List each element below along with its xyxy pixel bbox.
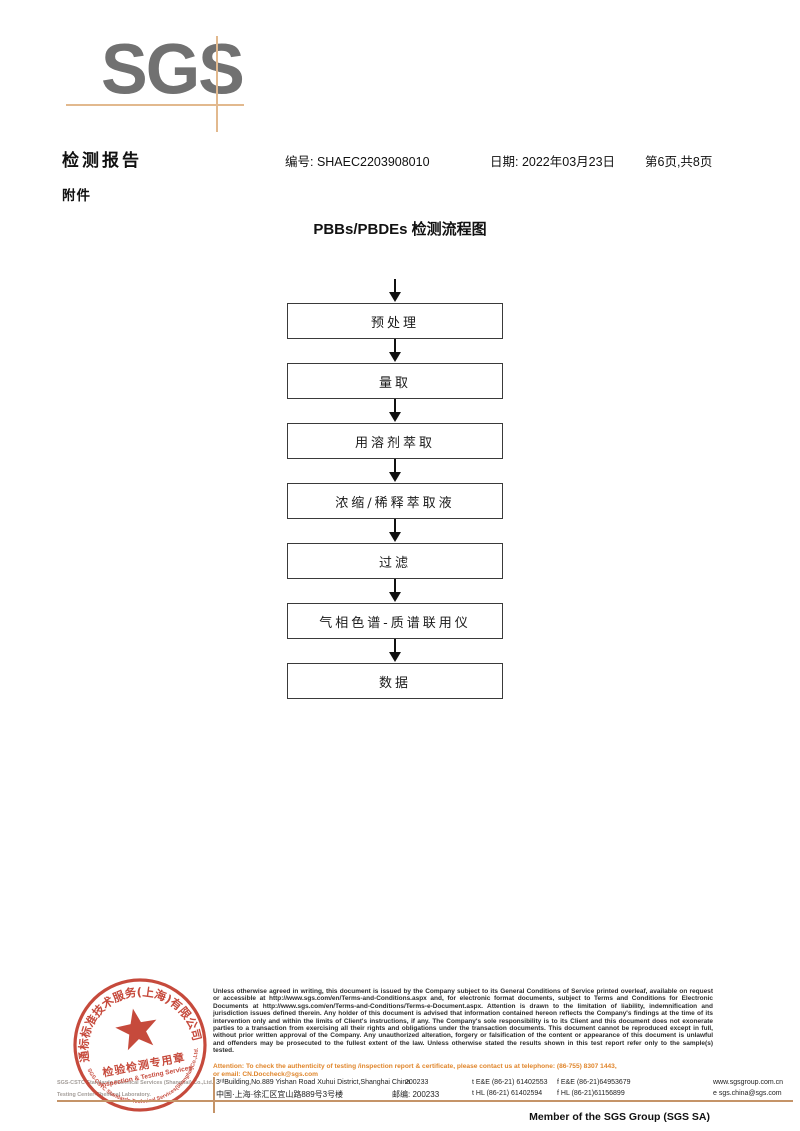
flow-step: 过滤 <box>287 519 503 579</box>
flow-step-label: 量取 <box>378 375 411 391</box>
sgs-logo: SGS <box>101 29 245 109</box>
attention-line-2: or email: CN.Doccheck@sgs.com <box>213 1071 319 1078</box>
down-arrow-icon <box>389 279 401 303</box>
sgs-member-line: Member of the SGS Group (SGS SA) <box>529 1111 710 1123</box>
flow-step-box: 数据 <box>287 663 503 699</box>
down-arrow-icon <box>389 339 401 363</box>
down-arrow-icon <box>389 579 401 603</box>
footer-horizontal-rule <box>57 1100 793 1102</box>
flow-step: 量取 <box>287 339 503 399</box>
email: e sgs.china@sgs.com <box>713 1090 782 1097</box>
fax-hl: f HL (86-21)61156899 <box>557 1090 625 1097</box>
logo-horizontal-line <box>66 104 244 106</box>
flow-step-box: 用溶剂萃取 <box>287 423 503 459</box>
flow-step: 用溶剂萃取 <box>287 399 503 459</box>
postcode-en: 200233 <box>405 1079 429 1086</box>
attachment-label: 附件 <box>62 188 91 203</box>
flow-step: 数据 <box>287 639 503 699</box>
fax-ee: f E&E (86-21)64953679 <box>557 1079 631 1086</box>
report-title: 检测报告 <box>62 151 142 170</box>
flow-step-label: 过滤 <box>378 555 411 571</box>
flow-step-box: 浓缩/稀释萃取液 <box>287 483 503 519</box>
down-arrow-icon <box>389 459 401 483</box>
down-arrow-icon <box>389 519 401 543</box>
flow-step-label: 浓缩/稀释萃取液 <box>335 495 455 511</box>
flow-step: 气相色谱-质谱联用仪 <box>287 579 503 639</box>
star-icon <box>115 1008 157 1051</box>
legal-disclaimer: Unless otherwise agreed in writing, this… <box>213 988 713 1055</box>
postcode-cn: 邮编: 200233 <box>392 1090 440 1099</box>
flow-step: 预处理 <box>287 279 503 339</box>
inspection-seal-stamp: 通标标准技术服务(上海)有限公司 检验检测专用章 Inspection & Te… <box>65 974 208 1115</box>
report-date: 日期: 2022年03月23日 <box>490 155 616 169</box>
website: www.sgsgroup.com.cn <box>713 1079 784 1086</box>
attention-line-1: Attention: To check the authenticity of … <box>213 1063 617 1070</box>
flow-step-box: 量取 <box>287 363 503 399</box>
flow-step-label: 气相色谱-质谱联用仪 <box>319 615 471 631</box>
flow-step-box: 预处理 <box>287 303 503 339</box>
page-indicator: 第6页,共8页 <box>645 155 713 169</box>
tel-ee: t E&E (86-21) 61402553 <box>472 1079 548 1086</box>
report-number: 编号: SHAEC2203908010 <box>285 155 430 169</box>
footer-vertical-rule <box>213 1077 215 1113</box>
tel-hl: t HL (86-21) 61402594 <box>472 1090 543 1097</box>
down-arrow-icon <box>389 399 401 423</box>
address-cn: 中国·上海·徐汇区宜山路889号3号楼 <box>216 1090 344 1099</box>
flow-step-label: 数据 <box>378 675 411 691</box>
flow-step-box: 过滤 <box>287 543 503 579</box>
flowchart: 预处理 量取 用溶剂萃取 <box>287 279 503 699</box>
company-name-en: SGS-CSTC Standards Technical Services (S… <box>57 1080 214 1086</box>
lab-name-en: Testing Center-Chemical Laboratory. <box>57 1092 151 1098</box>
flow-step: 浓缩/稀释萃取液 <box>287 459 503 519</box>
flow-step-label: 用溶剂萃取 <box>354 435 435 451</box>
flow-step-label: 预处理 <box>370 315 419 331</box>
flow-step-box: 气相色谱-质谱联用仪 <box>287 603 503 639</box>
logo-vertical-line <box>216 36 218 132</box>
address-en: 3ʳᵈBuilding,No.889 Yishan Road Xuhui Dis… <box>216 1079 411 1086</box>
down-arrow-icon <box>389 639 401 663</box>
flowchart-title: PBBs/PBDEs 检测流程图 <box>313 221 487 238</box>
